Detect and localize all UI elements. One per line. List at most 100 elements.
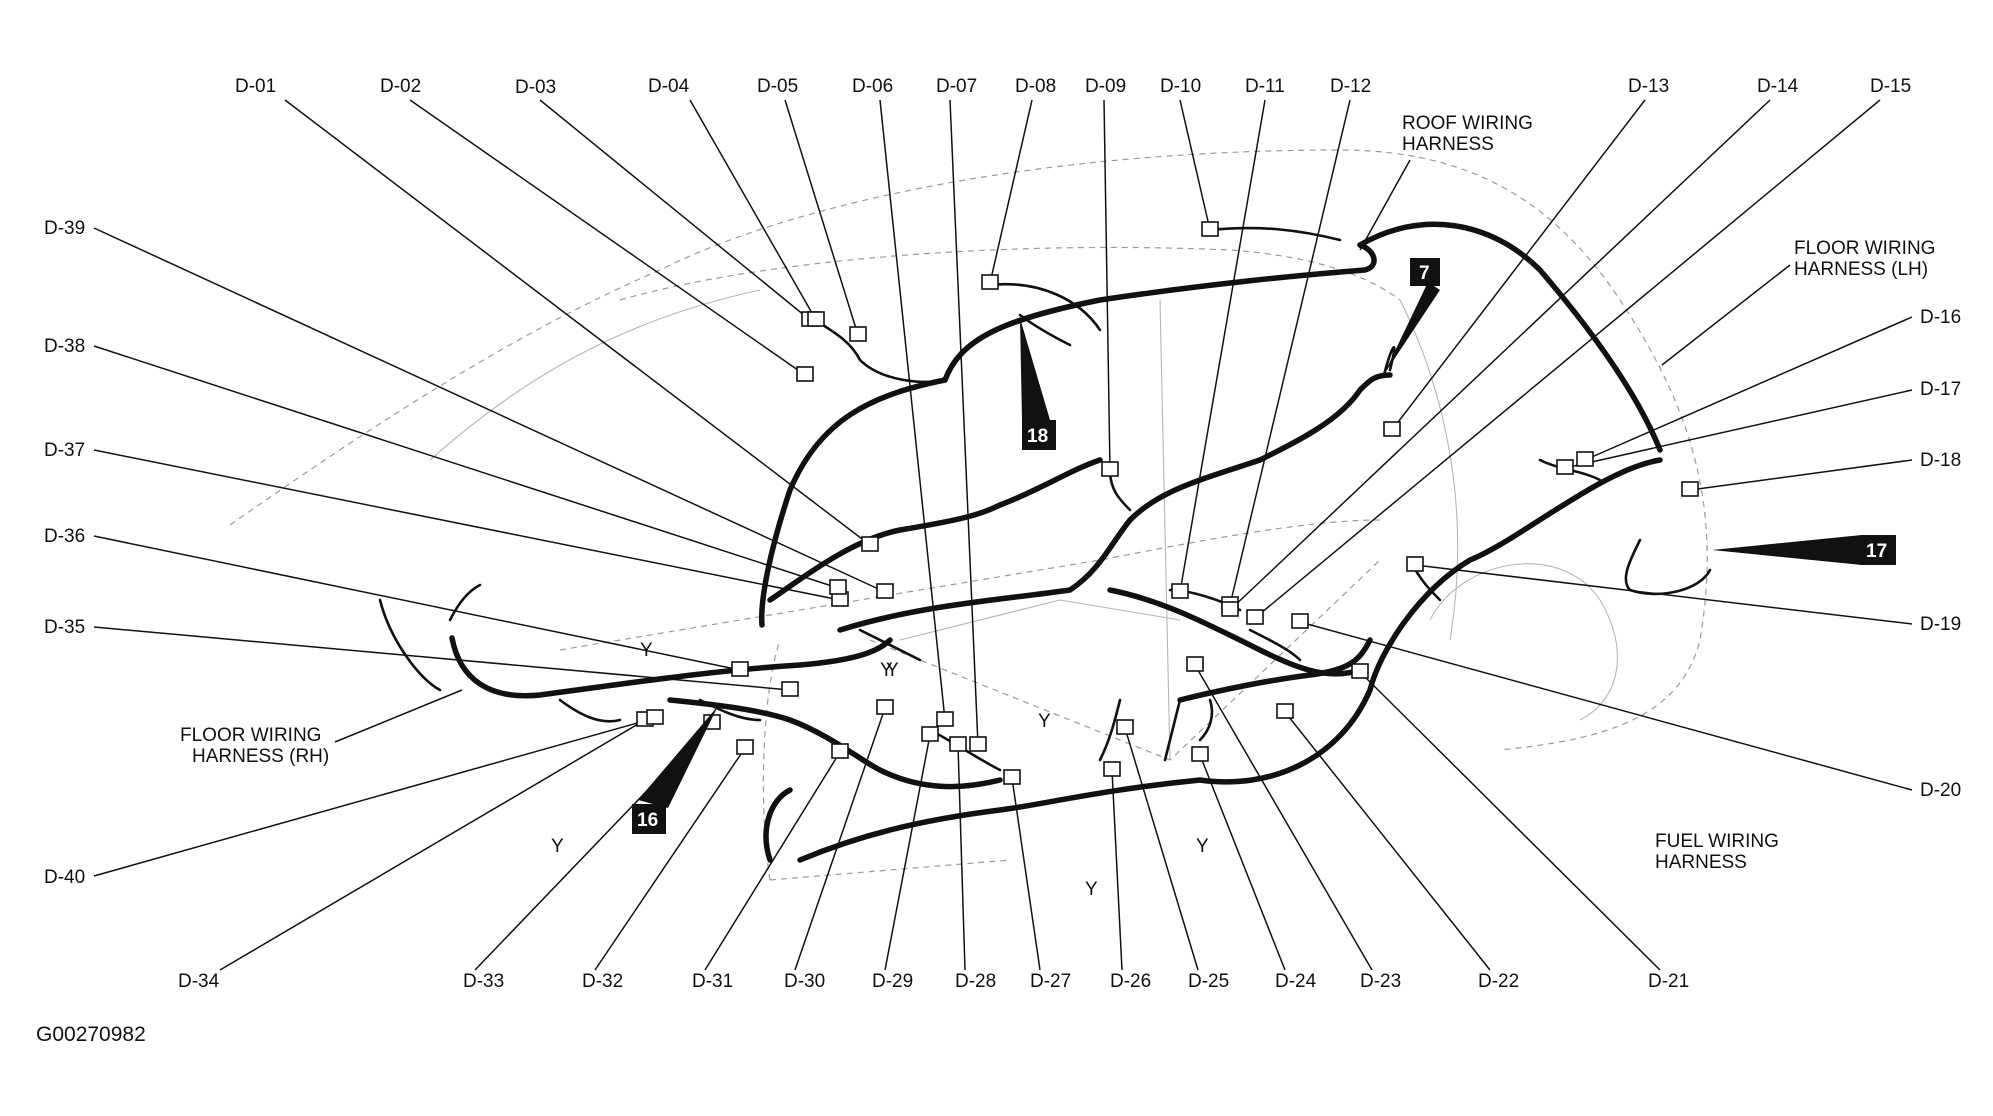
- callout-label-d-39: D-39: [44, 218, 85, 239]
- floor-rh-label-line2: HARNESS (RH): [192, 746, 329, 767]
- callout-label-d-01: D-01: [235, 76, 276, 97]
- badge-16: 16: [632, 706, 718, 834]
- leader-d-26: [1111, 769, 1123, 971]
- callout-label-d-37: D-37: [44, 440, 85, 461]
- leader-d-02: [409, 99, 806, 376]
- callout-label-d-12: D-12: [1330, 76, 1371, 97]
- leader-d-37: [93, 449, 841, 601]
- badge-17: 17: [1712, 535, 1896, 565]
- connector-d-31: [831, 743, 849, 759]
- leader-d-28: [957, 744, 966, 971]
- callout-label-d-26: D-26: [1110, 971, 1151, 992]
- connector-d-36: [731, 661, 749, 677]
- svg-text:7: 7: [1419, 263, 1430, 284]
- connector-d-11: [1171, 583, 1189, 599]
- leader-d-19: [1414, 564, 1913, 625]
- leader-d-20: [1299, 621, 1913, 791]
- connector-d-24: [1191, 746, 1209, 762]
- leader-d-35: [93, 626, 791, 691]
- callout-label-d-28: D-28: [955, 971, 996, 992]
- connector-d-30: [876, 699, 894, 715]
- leader-d-27: [1011, 777, 1041, 971]
- connector-d-22: [1276, 703, 1294, 719]
- floor-lh-label-line1: FLOOR WIRING: [1794, 238, 1935, 259]
- callout-label-d-07: D-07: [936, 76, 977, 97]
- connector-d-05: [849, 326, 867, 342]
- connector-d-38: [829, 579, 847, 595]
- y-marker: Y: [886, 660, 899, 681]
- callout-label-d-09: D-09: [1085, 76, 1126, 97]
- cowl-run: [837, 372, 1393, 633]
- callout-label-d-30: D-30: [784, 971, 825, 992]
- connector-d-07: [969, 736, 987, 752]
- leader-d-05: [784, 99, 859, 336]
- callout-label-d-23: D-23: [1360, 971, 1401, 992]
- fuel-harness-label-line1: FUEL WIRING: [1655, 831, 1779, 852]
- roof-harness-front: [759, 377, 948, 628]
- svg-text:16: 16: [637, 810, 658, 831]
- roof-harness-label-line2: HARNESS: [1402, 134, 1494, 155]
- floor-lh-harness: [1357, 221, 1663, 453]
- connector-d-06: [936, 711, 954, 727]
- connector-d-40: [646, 709, 664, 725]
- connector-d-13: [1383, 421, 1401, 437]
- harness-wires: [449, 221, 1663, 863]
- leader-d-30: [794, 707, 886, 971]
- leader-d-29: [884, 734, 931, 971]
- floor-rh-harness: [449, 635, 893, 699]
- leader-d-40: [93, 717, 656, 877]
- leader-d-10: [1179, 99, 1211, 231]
- rh-run: [763, 787, 793, 863]
- connector-d-32: [736, 739, 754, 755]
- vehicle-body-outline: [229, 149, 1708, 881]
- roof-harness: [942, 242, 1377, 383]
- connector-d-15: [1246, 609, 1264, 625]
- callout-label-d-32: D-32: [582, 971, 623, 992]
- leader-lines: [93, 99, 1913, 971]
- leader-d-03: [539, 99, 811, 321]
- connector-d-27: [1003, 769, 1021, 785]
- callout-label-d-08: D-08: [1015, 76, 1056, 97]
- leader-d-07: [949, 99, 979, 746]
- leader-d-38: [93, 345, 839, 589]
- connector-d-26: [1103, 761, 1121, 777]
- leader-d-08: [989, 99, 1033, 284]
- leader-d-34: [219, 719, 646, 971]
- leader-d-39: [93, 227, 886, 593]
- connector-d-19: [1406, 556, 1424, 572]
- callout-label-d-16: D-16: [1920, 307, 1961, 328]
- svg-text:17: 17: [1866, 541, 1887, 562]
- y-marker: Y: [1085, 879, 1098, 900]
- callout-label-d-17: D-17: [1920, 379, 1961, 400]
- leader-d-15: [1254, 99, 1881, 619]
- y-marker: Y: [640, 640, 653, 661]
- leader-d-09: [1103, 99, 1111, 471]
- connector-d-01: [861, 536, 879, 552]
- callout-label-d-33: D-33: [463, 971, 504, 992]
- leader-d-12: [1229, 99, 1351, 606]
- callout-label-d-31: D-31: [692, 971, 733, 992]
- callout-label-d-15: D-15: [1870, 76, 1911, 97]
- leader-d-17: [1564, 389, 1913, 469]
- leader-d-22: [1284, 711, 1491, 971]
- y-marker: Y: [551, 836, 564, 857]
- connector-d-17: [1556, 459, 1574, 475]
- callout-label-d-18: D-18: [1920, 450, 1961, 471]
- callout-label-d-36: D-36: [44, 526, 85, 547]
- connectors: [636, 221, 1699, 785]
- leader-d-36: [93, 535, 741, 671]
- harness-labels: ROOF WIRING HARNESS FLOOR WIRING HARNESS…: [180, 113, 1935, 873]
- connector-d-02: [796, 366, 814, 382]
- callout-label-d-25: D-25: [1188, 971, 1229, 992]
- callout-label-d-06: D-06: [852, 76, 893, 97]
- leader-d-16: [1584, 316, 1913, 461]
- leader-d-24: [1199, 754, 1286, 971]
- floor-lh-label-line2: HARNESS (LH): [1794, 259, 1928, 280]
- leader-d-06: [879, 99, 946, 721]
- callout-label-d-10: D-10: [1160, 76, 1201, 97]
- leader-d-21: [1359, 671, 1661, 971]
- callout-label-d-20: D-20: [1920, 780, 1961, 801]
- connector-d-29: [921, 726, 939, 742]
